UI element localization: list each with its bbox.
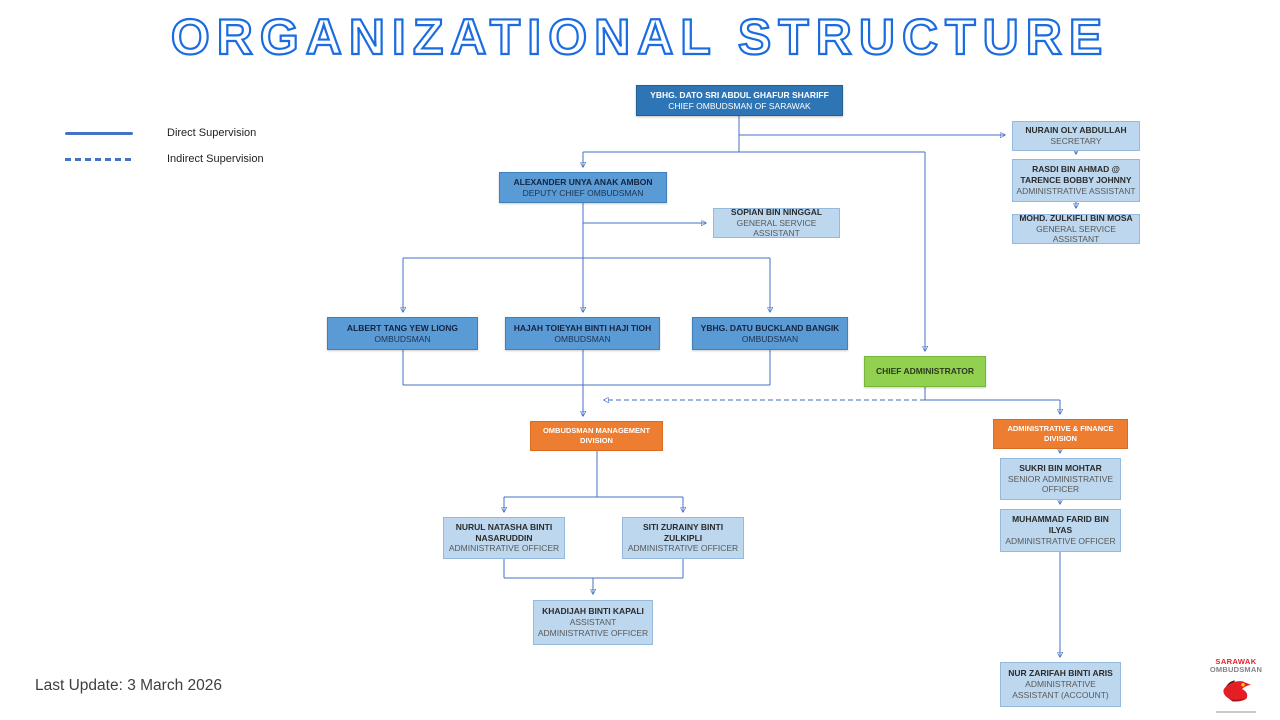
solid-line-swatch (65, 131, 133, 135)
logo-text-ombudsman: OMBUDSMAN (1209, 665, 1263, 675)
person-name: YBHG. DATO SRI ABDUL GHAFUR SHARIFF (650, 89, 829, 100)
person-name: MOHD. ZULKIFLI BIN MOSA (1019, 212, 1133, 223)
legend-indirect-supervision: Indirect Supervision (65, 146, 285, 172)
person-name: NUR ZARIFAH BINTI ARIS (1008, 668, 1113, 679)
node-deputy-chief-ombudsman: ALEXANDER UNYA ANAK AMBON DEPUTY CHIEF O… (499, 172, 667, 203)
node-administrative-assistant: RASDI BIN AHMAD @ TARENCE BOBBY JOHNNY A… (1012, 159, 1140, 202)
sarawak-ombudsman-logo: SARAWAK OMBUDSMAN (1204, 657, 1268, 713)
node-ombudsman-3: YBHG. DATU BUCKLAND BANGIK OMBUDSMAN (692, 317, 848, 350)
person-title: ADMINISTRATIVE OFFICER (627, 543, 739, 554)
person-name: MUHAMMAD FARID BIN ILYAS (1012, 514, 1109, 536)
person-title: DEPUTY CHIEF OMBUDSMAN (522, 187, 644, 198)
person-title: ADMINISTRATIVE ASSISTANT (ACCOUNT) (1012, 679, 1109, 700)
person-name: SOPIAN BIN NINGGAL (730, 206, 823, 217)
person-name: SUKRI BIN MOHTAR (1019, 462, 1102, 473)
node-ombudsman-2: HAJAH TOIEYAH BINTI HAJI TIOH OMBUDSMAN (505, 317, 660, 350)
dashed-line-swatch (65, 157, 133, 161)
node-general-service-assistant-left: SOPIAN BIN NINGGAL GENERAL SERVICE ASSIS… (713, 206, 840, 239)
hornbill-icon (1223, 679, 1251, 702)
person-title: ADMINISTRATIVE ASSISTANT (1016, 185, 1136, 196)
person-title: GENERAL SERVICE ASSISTANT (1036, 223, 1116, 245)
person-name: NURAIN OLY ABDULLAH (1025, 125, 1127, 136)
legend-direct-supervision: Direct Supervision (65, 120, 285, 146)
node-administrative-officer-afd: MUHAMMAD FARID BIN ILYAS ADMINISTRATIVE … (1000, 509, 1121, 552)
node-senior-administrative-officer: SUKRI BIN MOHTAR SENIOR ADMINISTRATIVE O… (1000, 458, 1121, 500)
person-name: HAJAH TOIEYAH BINTI HAJI TIOH (513, 322, 652, 333)
legend-direct-label: Direct Supervision (167, 127, 257, 139)
person-name: NURUL NATASHA BINTI NASARUDDIN (455, 521, 553, 543)
person-name: ALEXANDER UNYA ANAK AMBON (513, 176, 653, 187)
person-title: CHIEF OMBUDSMAN OF SARAWAK (668, 100, 811, 111)
person-name: YBHG. DATU BUCKLAND BANGIK (700, 322, 840, 333)
last-update-text: Last Update: 3 March 2026 (35, 677, 222, 694)
logo-tagline-bar (1216, 710, 1256, 713)
person-title: ASSISTANT ADMINISTRATIVE OFFICER (537, 617, 649, 638)
division-title: ADMINISTRATIVE & FINANCE DIVISION (1007, 424, 1114, 443)
node-chief-administrator: CHIEF ADMINISTRATOR (864, 356, 986, 387)
person-name: SITI ZURAINY BINTI ZULKIPLI (642, 521, 724, 543)
person-name: ALBERT TANG YEW LIONG (346, 322, 459, 333)
person-title: GENERAL SERVICE ASSISTANT (736, 217, 817, 239)
role-title: CHIEF ADMINISTRATOR (875, 366, 975, 377)
person-title: SENIOR ADMINISTRATIVE OFFICER (1007, 473, 1114, 495)
legend: Direct Supervision Indirect Supervision (65, 120, 285, 172)
node-secretary: NURAIN OLY ABDULLAH SECRETARY (1012, 121, 1140, 151)
person-title: OMBUDSMAN (374, 333, 431, 344)
person-title: SECRETARY (1050, 136, 1102, 146)
node-administrative-assistant-account: NUR ZARIFAH BINTI ARIS ADMINISTRATIVE AS… (1000, 662, 1121, 707)
node-general-service-assistant-right: MOHD. ZULKIFLI BIN MOSA GENERAL SERVICE … (1012, 212, 1140, 245)
person-title: OMBUDSMAN (554, 333, 611, 344)
legend-indirect-label: Indirect Supervision (167, 153, 264, 165)
page-title: ORGANIZATIONAL STRUCTURE (170, 8, 1110, 66)
person-name: KHADIJAH BINTI KAPALI (542, 606, 644, 617)
node-administrative-finance-division: ADMINISTRATIVE & FINANCE DIVISION (993, 419, 1128, 449)
node-ombudsman-management-division: OMBUDSMAN MANAGEMENT DIVISION (530, 421, 663, 451)
node-chief-ombudsman: YBHG. DATO SRI ABDUL GHAFUR SHARIFF CHIE… (636, 85, 843, 116)
node-assistant-administrative-officer: KHADIJAH BINTI KAPALI ASSISTANT ADMINIST… (533, 600, 653, 645)
node-ombudsman-1: ALBERT TANG YEW LIONG OMBUDSMAN (327, 317, 478, 350)
person-title: ADMINISTRATIVE OFFICER (448, 543, 560, 554)
node-administrative-officer-1: NURUL NATASHA BINTI NASARUDDIN ADMINISTR… (443, 517, 565, 559)
node-administrative-officer-2: SITI ZURAINY BINTI ZULKIPLI ADMINISTRATI… (622, 517, 744, 559)
person-title: ADMINISTRATIVE OFFICER (1005, 535, 1116, 546)
person-title: OMBUDSMAN (741, 333, 799, 344)
person-name: RASDI BIN AHMAD @ TARENCE BOBBY JOHNNY (1020, 164, 1132, 186)
division-title: OMBUDSMAN MANAGEMENT DIVISION (542, 426, 651, 445)
logo-text-sarawak: SARAWAK (1215, 657, 1257, 666)
